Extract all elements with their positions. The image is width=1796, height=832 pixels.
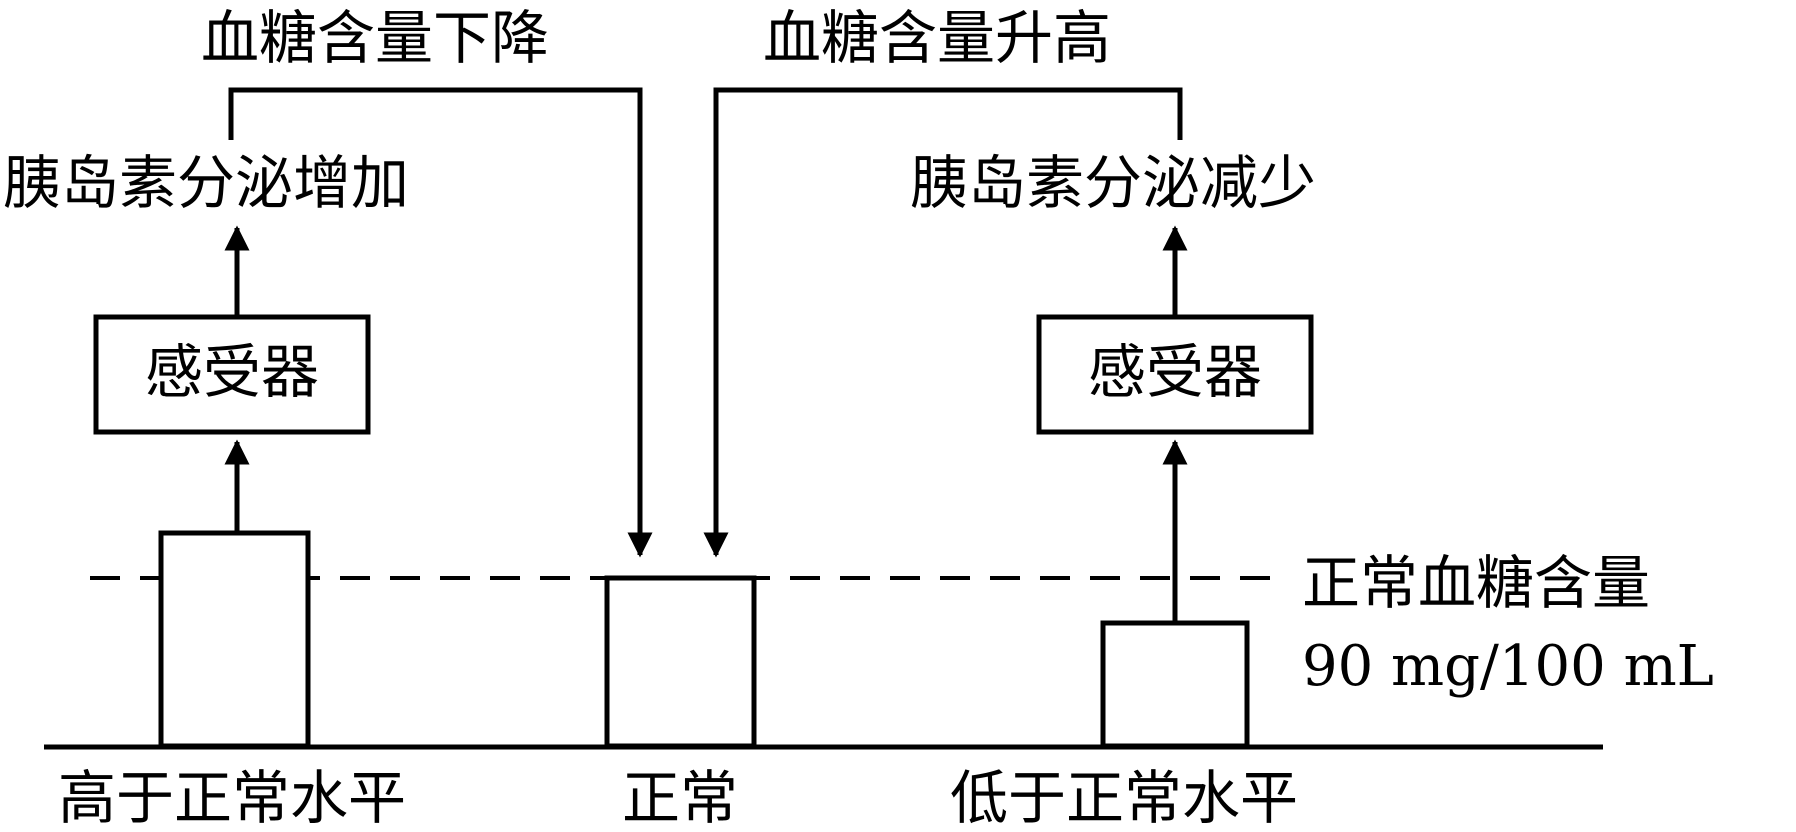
receptor-box-left xyxy=(93,314,371,435)
normal-glucose-value: 90 mg/100 mL xyxy=(1302,634,1714,699)
receptor-left-label: 感受器 xyxy=(145,338,319,406)
increase-feedback-arrow xyxy=(703,87,1183,558)
glucose-decrease-label: 血糖含量下降 xyxy=(201,4,549,72)
decrease-feedback-arrow xyxy=(228,87,653,558)
normal-level-bar xyxy=(604,575,757,749)
normal-label: 正常 xyxy=(622,764,738,832)
normal-glucose-label: 正常血糖含量 xyxy=(1302,549,1650,617)
high-level-bar xyxy=(158,530,311,749)
receptor-box-right xyxy=(1036,314,1314,435)
low-level-bar xyxy=(1100,620,1250,749)
insulin-decrease-label: 胰岛素分泌减少 xyxy=(910,149,1316,217)
above-normal-label: 高于正常水平 xyxy=(58,764,406,832)
receptor-right-label: 感受器 xyxy=(1088,338,1262,406)
below-normal-label: 低于正常水平 xyxy=(950,764,1298,832)
insulin-increase-label: 胰岛素分泌增加 xyxy=(3,149,409,217)
glucose-increase-label: 血糖含量升高 xyxy=(763,4,1111,72)
